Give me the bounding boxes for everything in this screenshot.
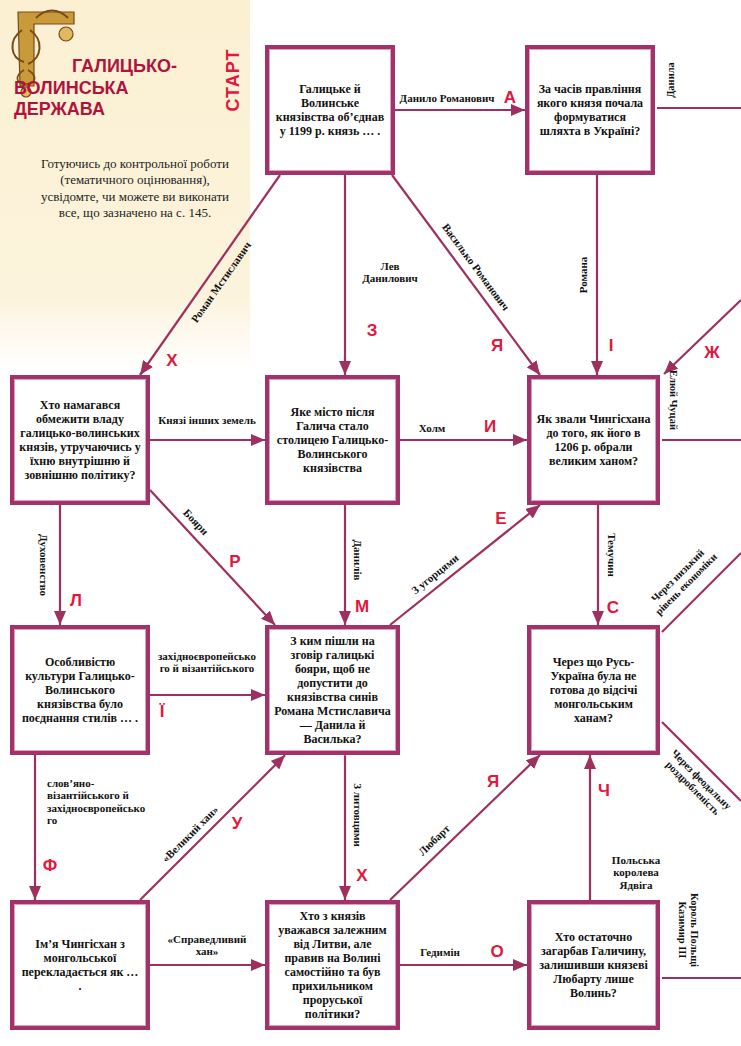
question-box: З ким пішли на зговір галицькі бояри, що… — [265, 625, 400, 755]
answer-letter: Х — [166, 352, 177, 369]
cream-panel — [0, 0, 250, 370]
offpage-arrow — [664, 300, 741, 374]
arrow-connector — [150, 964, 265, 966]
arrow-connector — [390, 505, 540, 625]
offpage-line — [657, 107, 741, 109]
answer-letter: Ж — [704, 344, 719, 361]
arrow-connector — [344, 175, 346, 375]
answer-label: західноєвропейського й візантійського — [157, 650, 257, 675]
start-label: СТАРТ — [224, 48, 242, 111]
question-box: Хто з князів уважався залежним від Литви… — [265, 900, 400, 1030]
offpage-line — [662, 977, 741, 979]
arrow-connector — [150, 490, 275, 625]
arrow-connector — [589, 755, 591, 900]
arrow-connector — [597, 505, 599, 625]
question-box: За часів правління якого князя почала фо… — [525, 45, 655, 175]
offpage-answer: Король Польщі Казимир ІІІ — [676, 889, 700, 971]
answer-label: Данилів — [352, 540, 364, 581]
question-text: Через що Русь-Україна була не готова до … — [536, 655, 651, 725]
answer-label: Василько Романович — [440, 221, 512, 313]
question-box: Як звали Чингісхана до того, як його в 1… — [527, 375, 660, 505]
offpage-answer: Данила — [665, 62, 677, 98]
question-text: За часів правління якого князя почала фо… — [534, 82, 646, 138]
answer-label: З литовцями — [352, 783, 364, 847]
answer-letter: Р — [229, 553, 240, 570]
question-text: Хто остаточно загарбав Галичину, залишив… — [536, 930, 651, 1000]
answer-label: Князі інших земель — [157, 414, 257, 426]
question-text: Особливістю культури Галицько-Волинськог… — [19, 655, 141, 725]
answer-letter: С — [607, 599, 619, 616]
answer-label: Романа — [577, 257, 589, 294]
question-text: З ким пішли на зговір галицькі бояри, що… — [274, 634, 391, 746]
question-box: Хто намагався обмежити владу галицько-во… — [10, 375, 150, 505]
answer-letter: І — [609, 337, 614, 354]
arrow-connector — [395, 109, 525, 111]
question-text: Ім’я Чингісхан з монгольської перекладає… — [19, 937, 141, 993]
offpage-answer: Через низький рівень економіки — [641, 539, 723, 621]
answer-label: Гедимін — [420, 946, 460, 958]
question-box: Галицьке й Волинське князівства об’єднав… — [265, 45, 395, 175]
answer-letter: Е — [495, 510, 506, 527]
arrow-connector — [390, 755, 540, 900]
answer-label: Холм — [419, 422, 446, 434]
question-box: Ім’я Чингісхан з монгольської перекладає… — [10, 900, 150, 1030]
answer-label: Лев Данилович — [358, 260, 422, 285]
question-text: Хто намагався обмежити владу галицько-во… — [19, 398, 141, 482]
answer-label: Любарт — [416, 822, 453, 858]
answer-letter: Я — [487, 773, 499, 790]
answer-letter: О — [490, 943, 503, 960]
question-text: Як звали Чингісхана до того, як його в 1… — [536, 412, 651, 468]
answer-letter: У — [232, 815, 243, 832]
answer-letter: Я — [491, 337, 503, 354]
arrow-connector — [150, 694, 265, 696]
arrow-connector — [59, 505, 61, 625]
answer-label: «Великий хан» — [159, 803, 221, 865]
page-title: ГАЛИЦЬКО-ВОЛИНСЬКА ДЕРЖАВА — [14, 56, 219, 121]
answer-letter: М — [355, 598, 369, 615]
question-text: Яке місто після Галича стало столицею Га… — [274, 405, 391, 475]
answer-label: Данило Романович — [400, 92, 495, 104]
question-text: Хто з князів уважався залежним від Литви… — [274, 909, 391, 1021]
answer-label: Бояри — [181, 506, 211, 537]
answer-letter: Ї — [160, 703, 165, 720]
answer-label: слов’яно-візантійського й західноєвропей… — [47, 777, 147, 826]
arrow-connector — [150, 439, 265, 441]
question-text: Галицьке й Волинське князівства об’єднав… — [274, 82, 386, 138]
question-box: Через що Русь-Україна була не готова до … — [527, 625, 660, 755]
arrow-connector — [34, 755, 36, 900]
answer-letter: Ф — [43, 857, 58, 874]
answer-label: Духовенство — [38, 534, 50, 596]
offpage-line — [662, 439, 741, 441]
arrow-connector — [596, 175, 598, 375]
answer-letter: Ч — [598, 782, 610, 799]
offpage-answer: Елюй Чуцай — [667, 370, 679, 430]
instruction-note: Готуючись до контрольної роботи (тематич… — [40, 156, 230, 221]
arrow-connector — [344, 755, 346, 900]
answer-label: «Справедливий хан» — [157, 933, 257, 958]
arrow-connector — [344, 505, 346, 625]
arrow-connector — [400, 439, 527, 441]
question-box: Особливістю культури Галицько-Волинськог… — [10, 625, 150, 755]
question-box: Хто остаточно загарбав Галичину, залишив… — [527, 900, 660, 1030]
answer-letter: З — [367, 322, 378, 339]
arrow-connector — [400, 964, 527, 966]
question-box: Яке місто після Галича стало столицею Га… — [265, 375, 400, 505]
answer-label: Темучин — [606, 533, 618, 577]
answer-label: Польська королева Ядвіга — [605, 854, 667, 891]
answer-letter: Х — [356, 867, 367, 884]
arrow-connector — [140, 755, 285, 900]
answer-letter: И — [484, 418, 496, 435]
answer-letter: Л — [70, 592, 82, 609]
offpage-lines — [657, 108, 741, 978]
answer-letter: А — [504, 89, 516, 106]
